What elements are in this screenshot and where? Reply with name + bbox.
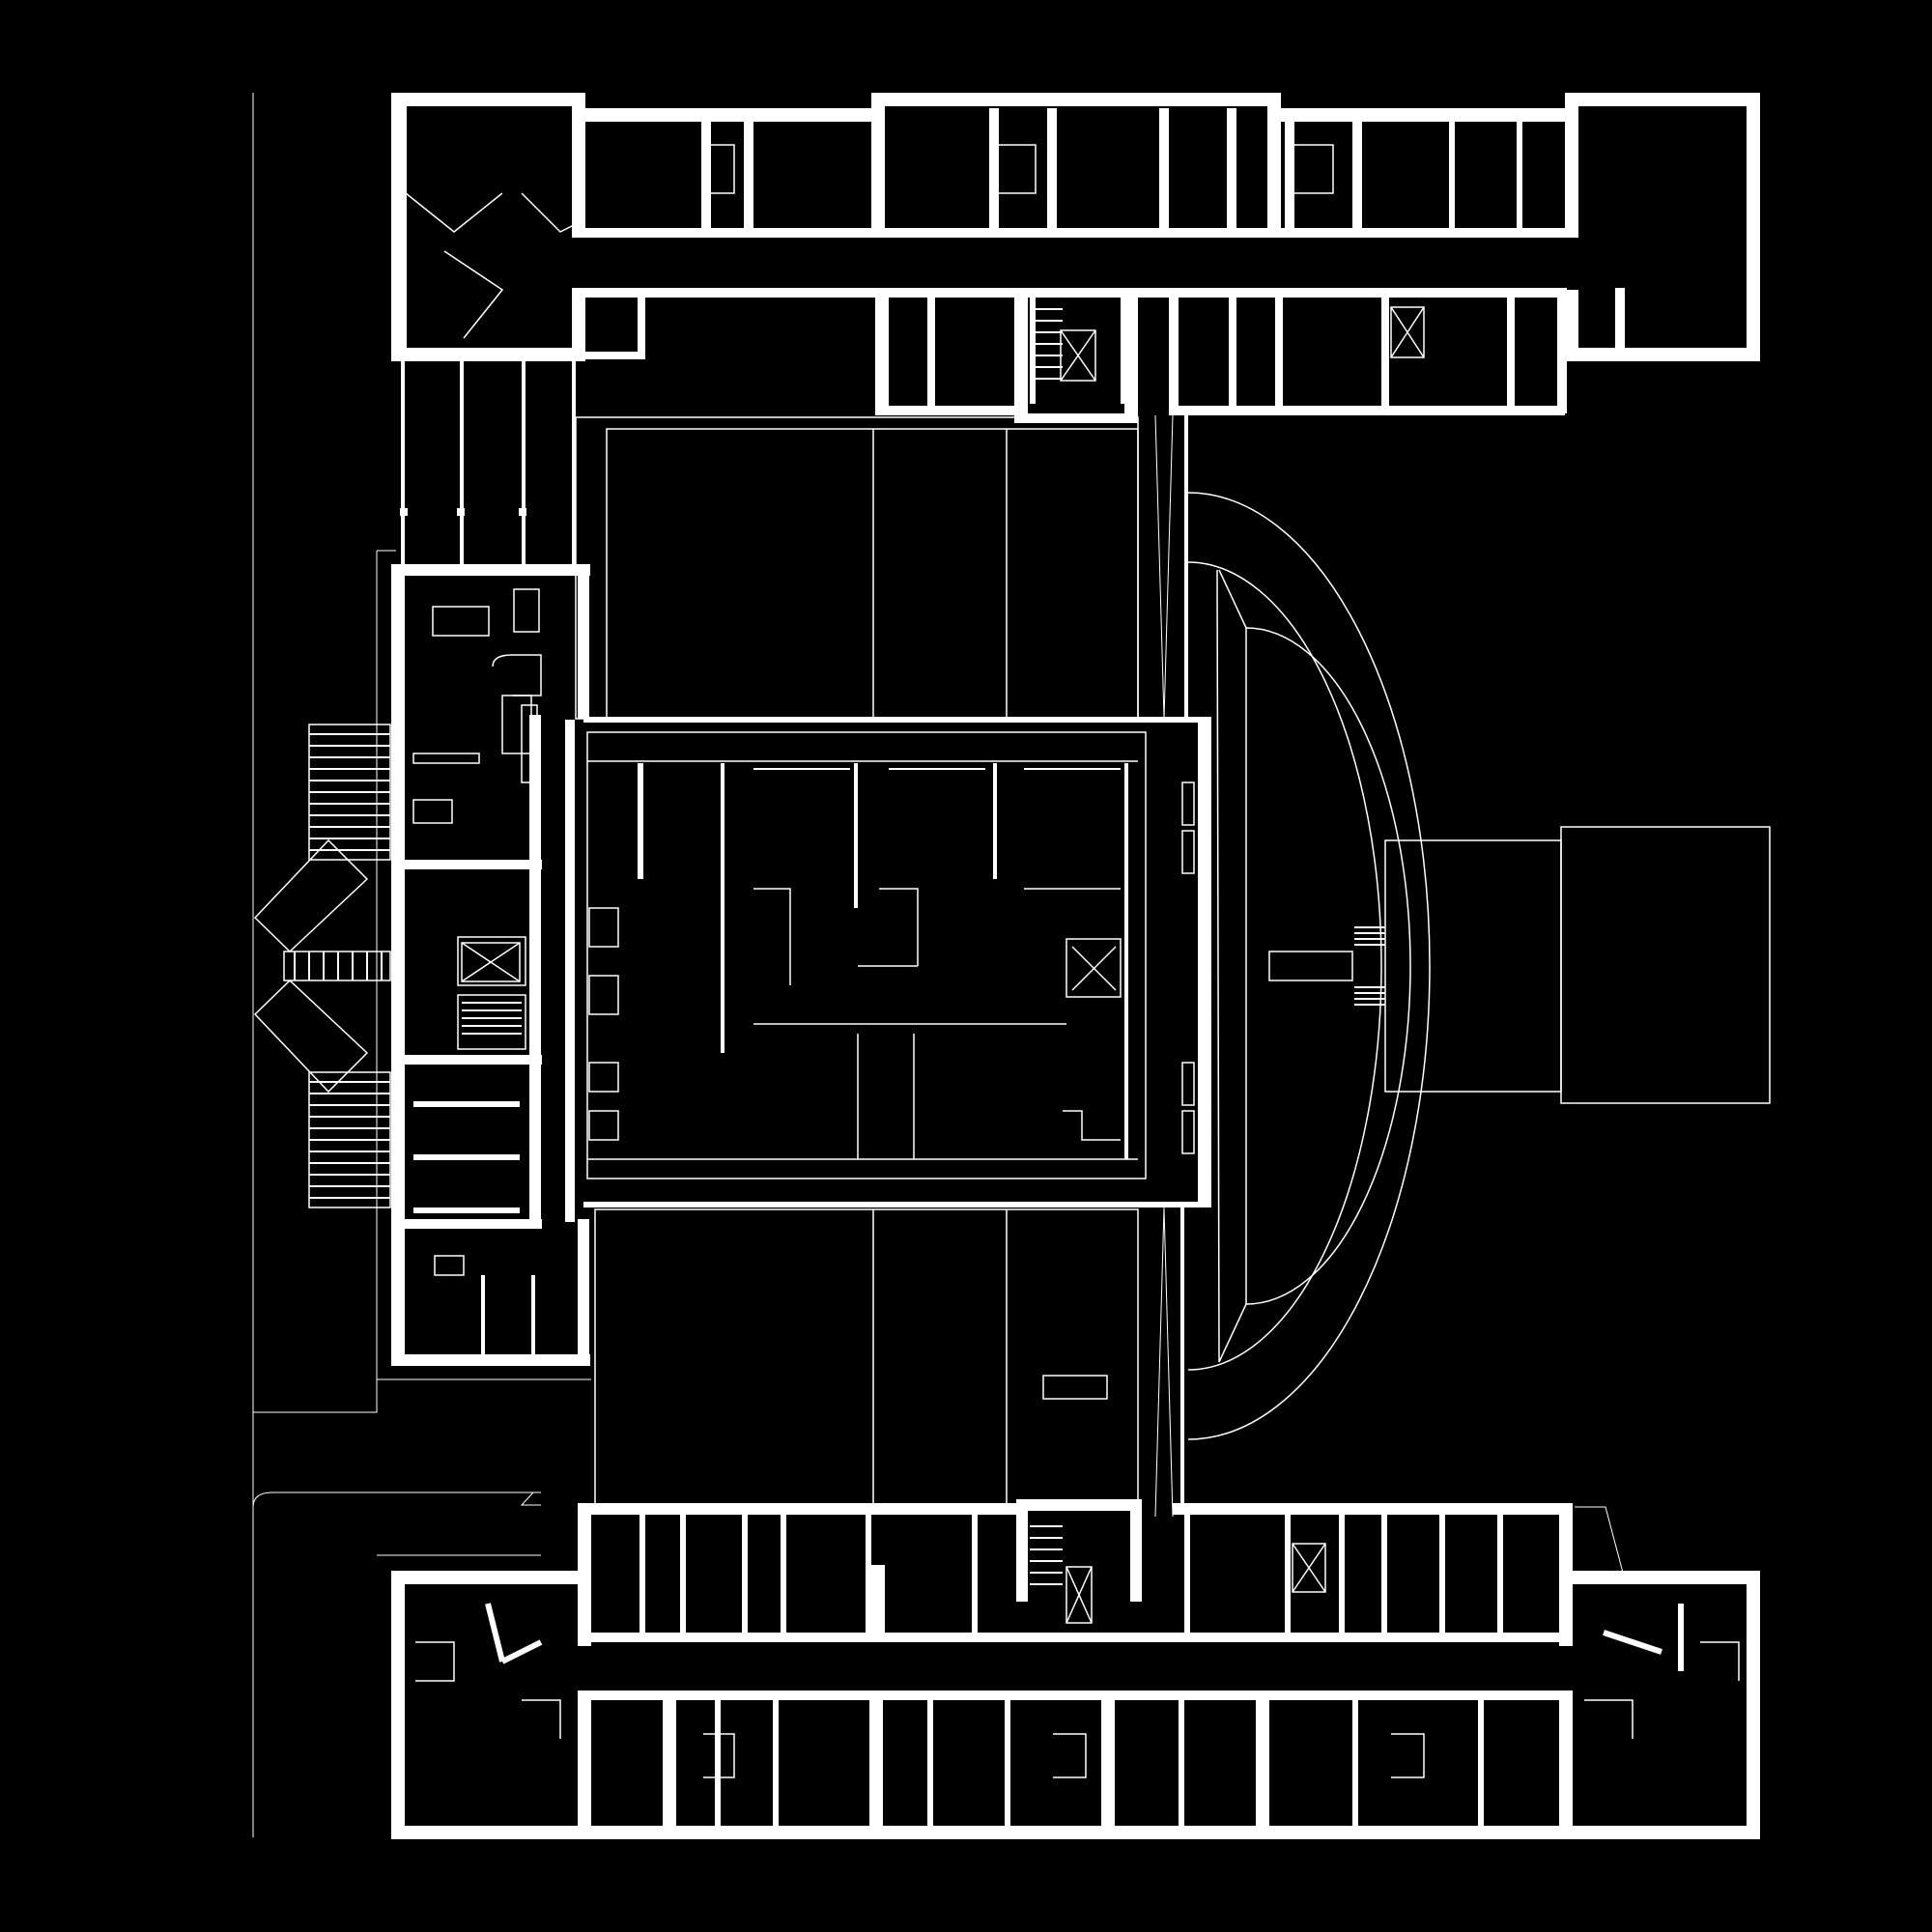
exterior-stairs bbox=[253, 724, 391, 1208]
plaza bbox=[1187, 492, 1771, 1440]
courtyards bbox=[575, 416, 1139, 1506]
central-block bbox=[583, 717, 1211, 1208]
west-block bbox=[391, 564, 590, 1366]
south-wing bbox=[391, 1492, 1760, 1839]
north-wing bbox=[391, 93, 1760, 423]
east-arcade bbox=[1154, 413, 1188, 1518]
west-connector bbox=[400, 361, 576, 564]
site-boundary bbox=[252, 93, 591, 1837]
